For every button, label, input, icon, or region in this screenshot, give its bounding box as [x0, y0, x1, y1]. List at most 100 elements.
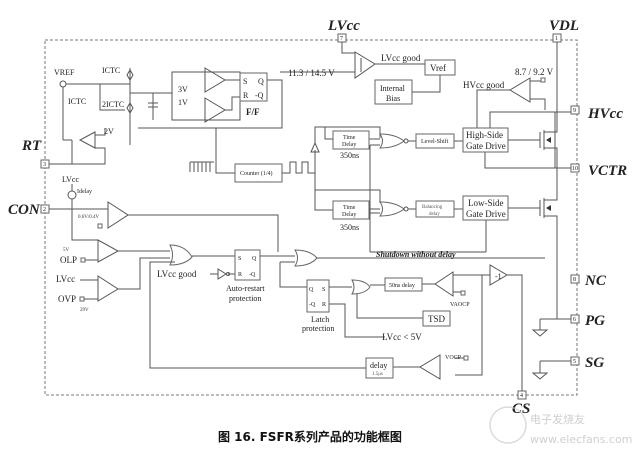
- pins-con-label-label: CON: [8, 202, 41, 218]
- figure-caption: 图 16. FSFR系列产品的功能框图: [218, 429, 402, 444]
- high-side-gate-drive: [462, 127, 509, 153]
- circuit-element: [149, 255, 366, 369]
- circuit-element: [129, 68, 172, 145]
- oscillator-section: VREF ICTC ICTC 2ICTC 2V 3V 1V S Q R -Q F…: [49, 66, 315, 183]
- circuit-element: [226, 272, 230, 276]
- prot-delay_val-label: 1.5μs: [372, 372, 383, 377]
- osc-v1-label: 1V: [178, 98, 188, 107]
- top-lvcc_good-label: LVcc good: [381, 53, 421, 63]
- pins-vdl-num-label: 1: [555, 36, 558, 42]
- prot-latch_nq-label: -Q: [309, 302, 316, 308]
- osc-ff-label: F/F: [246, 107, 260, 117]
- circuit-element: [49, 128, 106, 165]
- pins-cs-num-label: 4: [520, 393, 523, 399]
- prot-delay-label: delay: [370, 361, 387, 370]
- circuit-element: [126, 69, 134, 114]
- drive-time_delay_2-label: Delay: [342, 212, 356, 218]
- watermark-url-label: www.elecfans.com: [530, 433, 632, 446]
- pins-vdl-label-label: VDL: [549, 18, 579, 34]
- drive-balancing_1-label: Balancing: [422, 205, 443, 210]
- top-threshold-label: 11.3 / 14.5 V: [288, 68, 335, 78]
- drive-hs_1-label: High-Side: [466, 130, 503, 140]
- circuit-element: [393, 354, 441, 380]
- watermark-cn-label: 电子发烧友: [530, 412, 585, 426]
- prot-v29-label: 29V: [80, 308, 89, 313]
- prot-olp-label: OLP: [60, 255, 77, 265]
- osc-ictc2-label: 2ICTC: [102, 100, 124, 109]
- circuit-element: [379, 133, 405, 217]
- prot-latch_1-label: Latch: [311, 315, 329, 324]
- pins-rt-num-label: 3: [43, 162, 46, 168]
- elecfans-watermark: 电子发烧友 www.elecfans.com: [489, 406, 632, 446]
- con-hyst-label: 0.6V/0.4V: [78, 215, 100, 220]
- prot-latch_2-label: protection: [302, 324, 334, 333]
- circuit-element: [369, 140, 463, 252]
- chip-boundary: [44, 39, 578, 396]
- circuit-element: [189, 161, 214, 172]
- prot-delay50-label: 50ns delay: [389, 283, 415, 289]
- flip-flop: [239, 72, 268, 102]
- pins-cs-label-label: CS: [512, 401, 530, 417]
- circuit-element: [62, 83, 130, 140]
- circuit-element: [570, 105, 580, 115]
- circuit-element: [204, 67, 240, 123]
- drive-balancing_2-label: delay: [429, 212, 440, 217]
- osc-vref-label: VREF: [54, 68, 75, 77]
- prot-nq-label: -Q: [249, 272, 256, 278]
- pin-vdl: 1 VDL: [549, 18, 579, 43]
- circuit-element: [97, 223, 103, 229]
- circuit-element: [540, 77, 546, 83]
- circuit-element: [484, 42, 571, 169]
- auto-restart-latch: [234, 249, 261, 281]
- prot-shutdown-label: Shutdown without delay: [376, 250, 456, 259]
- pins-con-num-label: 2: [43, 207, 46, 213]
- prot-lvcc-label: LVcc: [56, 274, 75, 284]
- pins-sg-num-label: 5: [573, 359, 576, 365]
- circuit-element: [280, 42, 425, 79]
- pin-lvcc: 7 LVcc: [327, 18, 360, 43]
- con-idelay-label: Idelay: [77, 189, 92, 195]
- pins-rt-label-label: RT: [21, 138, 42, 154]
- prot-neg1-label: -1: [495, 272, 502, 281]
- prot-v5-label: 5V: [63, 248, 70, 253]
- drive-hs_2-label: Gate Drive: [466, 141, 506, 151]
- drive-level_shift-label: Level-Shift: [421, 138, 449, 145]
- circuit-element: [210, 268, 235, 280]
- pins-nc-num-label: 8: [573, 277, 576, 283]
- pins-lvcc-label-label: LVcc: [327, 18, 360, 34]
- top-internal_bias_1-label: Internal: [380, 84, 406, 93]
- circuit-element: [463, 355, 469, 361]
- pin-hvcc: 9 HVcc: [570, 105, 623, 122]
- hvcc-uvlo-section: 8.7 / 9.2 V HVcc good: [463, 42, 571, 169]
- pins-hvcc-num-label: 9: [573, 108, 576, 114]
- pin-nc: 8 NC: [570, 273, 607, 289]
- con-section: LVcc Idelay 0.6V/0.4V: [49, 175, 279, 252]
- drive-time_delay_2-label: Delay: [342, 142, 356, 148]
- circuit-element: [476, 77, 546, 128]
- circuit-element: [460, 290, 466, 296]
- prot-tsd-label: TSD: [428, 314, 446, 324]
- pin-vctr: 10 VCTR: [570, 163, 627, 179]
- prot-latch_s-label: S: [322, 287, 325, 293]
- delay-block: [365, 357, 394, 379]
- prot-q-label: Q: [252, 256, 257, 262]
- circuit-element: [317, 251, 545, 259]
- pins-vctr-label-label: VCTR: [588, 163, 627, 179]
- circuit-element: [171, 71, 241, 121]
- prot-vocp-label: VOCP: [445, 355, 462, 361]
- time-delay-low: [332, 200, 370, 220]
- pin-sg: 5 SG: [570, 355, 604, 371]
- uvlo-section: 11.3 / 14.5 V LVcc good Vref Internal Bi…: [280, 42, 456, 105]
- circuit-element: [531, 329, 571, 380]
- circuit-element: [282, 161, 315, 174]
- prot-lvcc_good-label: LVcc good: [157, 269, 197, 279]
- prot-latch_r-label: R: [322, 302, 326, 308]
- osc-v2-label: 2V: [104, 127, 114, 136]
- osc-counter-label: Counter (1/4): [240, 170, 273, 177]
- gate-drive-section: Time Delay 350ns Time Delay 350ns Level-…: [310, 126, 571, 380]
- osc-s-label: S: [243, 77, 247, 86]
- circuit-element: [310, 126, 381, 211]
- circuit-element: [59, 80, 67, 88]
- tsd-block: [422, 310, 451, 327]
